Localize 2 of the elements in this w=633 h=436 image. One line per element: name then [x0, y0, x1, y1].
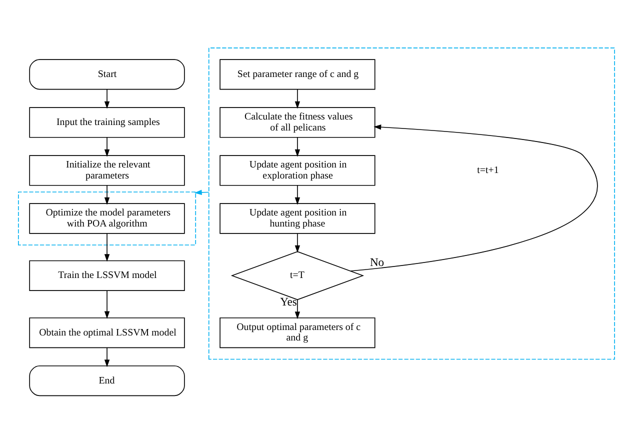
edge-label: No: [370, 255, 384, 268]
label: t=t+1: [477, 164, 499, 176]
